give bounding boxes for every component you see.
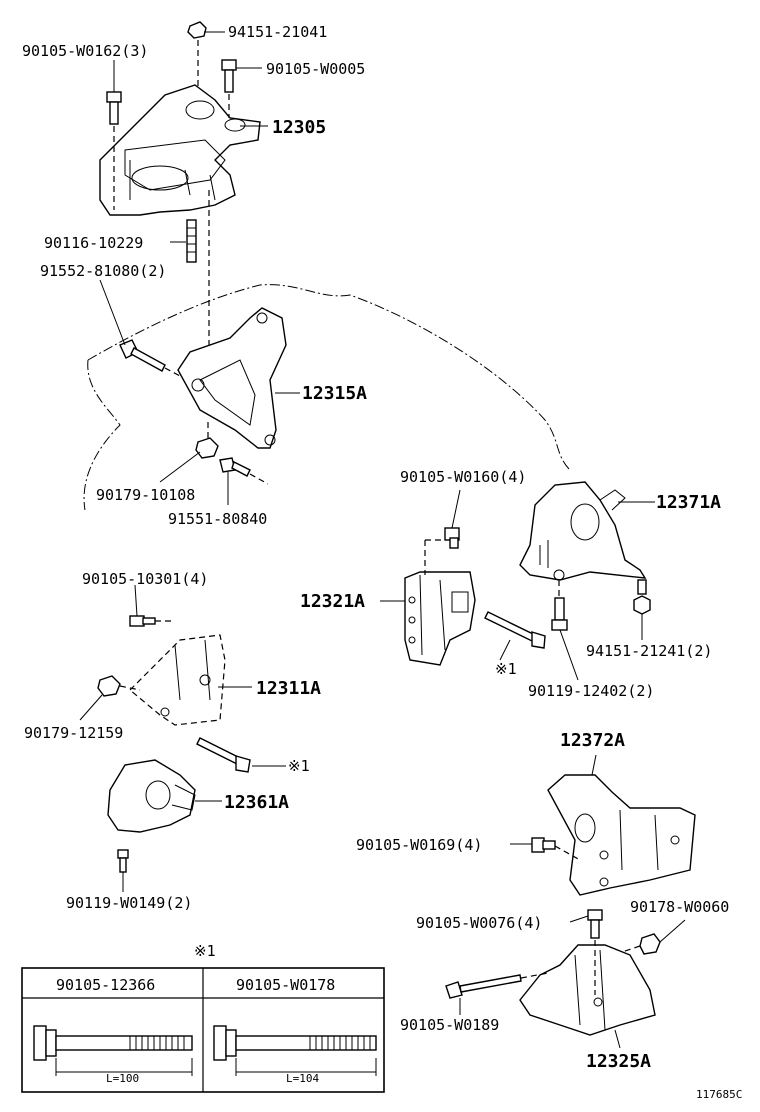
mount-12361A-drawing <box>107 759 196 833</box>
leader-lines <box>79 31 686 1049</box>
label-12311A: 12311A <box>256 678 321 699</box>
bolt-90105-W0162-drawing <box>106 91 122 125</box>
label-94151-21041: 94151-21041 <box>228 23 327 41</box>
nut-90178-W0060-drawing <box>639 933 661 955</box>
bolt-90119-W0149-drawing <box>117 849 129 873</box>
bolt-90105-W0189-drawing <box>445 974 522 999</box>
label-12315A: 12315A <box>302 383 367 404</box>
label-90105-W0005: 90105-W0005 <box>266 60 365 78</box>
label-ref1-b: ※1 <box>288 757 310 775</box>
bolt-90105-W0076-drawing <box>587 909 603 939</box>
label-ref1-a: ※1 <box>495 660 517 678</box>
reference-table: ※1 90105-12366 90105-W0178 L=100 L=104 <box>21 942 385 1093</box>
mount-12371A-drawing <box>519 481 647 581</box>
label-91552-81080: 91552-81080(2) <box>40 262 166 280</box>
label-12372A: 12372A <box>560 730 625 751</box>
label-90105-W0076: 90105-W0076(4) <box>416 914 542 932</box>
label-90119-12402: 90119-12402(2) <box>528 682 654 700</box>
table-col-2-length: L=104 <box>286 1072 319 1085</box>
label-12325A: 12325A <box>586 1051 651 1072</box>
label-90105-10301: 90105-10301(4) <box>82 570 208 588</box>
long-bolt-ref1-b-drawing <box>196 737 251 773</box>
bracket-12311A-drawing <box>129 634 226 726</box>
label-90179-12159: 90179-12159 <box>24 724 123 742</box>
label-90116-10229: 90116-10229 <box>44 234 143 252</box>
label-90179-10108: 90179-10108 <box>96 486 195 504</box>
nut-90179-12159-drawing <box>97 675 121 697</box>
label-90105-W0162: 90105-W0162(3) <box>22 42 148 60</box>
label-94151-21241: 94151-21241(2) <box>586 642 712 660</box>
bolt-91552-81080-drawing <box>119 339 166 372</box>
nut-90179-10108-drawing <box>195 437 219 459</box>
bracket-12325A-drawing <box>519 944 656 1036</box>
table-col-1-length: L=100 <box>106 1072 139 1085</box>
bracket-12315A-drawing <box>177 307 287 449</box>
engine-outline <box>87 284 571 471</box>
bolt-90119-12402-drawing <box>551 597 568 631</box>
table-col-1-part-no: 90105-12366 <box>56 976 155 994</box>
label-12305: 12305 <box>272 117 326 138</box>
bolt-90105-10301-drawing <box>129 615 156 627</box>
label-90105-W0160: 90105-W0160(4) <box>400 468 526 486</box>
bolt-90105-W0169-drawing <box>531 837 556 853</box>
bolt-90105-W0160-drawing <box>444 527 460 549</box>
figure-id: 117685C <box>696 1088 742 1101</box>
table-bolt-1-drawing <box>33 1025 193 1076</box>
label-12321A: 12321A <box>300 591 365 612</box>
stud-90116-10229-drawing <box>186 219 197 263</box>
label-91551-80840: 91551-80840 <box>168 510 267 528</box>
table-col-2-part-no: 90105-W0178 <box>236 976 335 994</box>
bracket-12372A-drawing <box>547 774 696 896</box>
reference-table-marker: ※1 <box>194 942 216 960</box>
bolt-91551-80840-drawing <box>219 457 251 477</box>
label-90178-W0060: 90178-W0060 <box>630 898 729 916</box>
label-12371A: 12371A <box>656 492 721 513</box>
nut-94151-21041-drawing <box>187 21 207 39</box>
table-bolt-2-drawing <box>213 1025 377 1076</box>
bolt-90105-W0005-drawing <box>221 59 237 93</box>
label-90105-W0189: 90105-W0189 <box>400 1016 499 1034</box>
label-90105-W0169: 90105-W0169(4) <box>356 836 482 854</box>
nut-94151-21241-drawing <box>633 579 651 615</box>
bracket-12305-drawing <box>99 84 261 216</box>
bracket-12321A-drawing <box>404 571 476 666</box>
long-bolt-ref1-a-drawing <box>484 611 546 649</box>
label-12361A: 12361A <box>224 792 289 813</box>
label-90119-W0149: 90119-W0149(2) <box>66 894 192 912</box>
engine-outline-left <box>83 359 121 511</box>
